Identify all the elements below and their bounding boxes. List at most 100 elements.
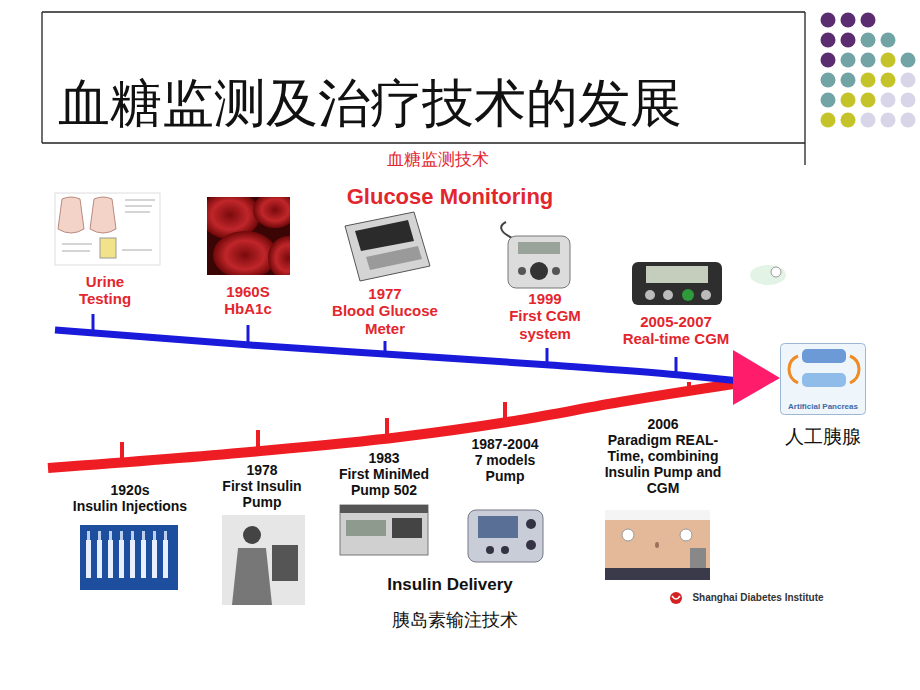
- decoration-dots: [901, 93, 916, 108]
- first-pump-photo: [232, 548, 272, 605]
- insulin-syringes-picture: [80, 525, 178, 590]
- combined-pump-cgm-photo: [605, 510, 710, 580]
- insulin-syringes-picture: [153, 531, 156, 540]
- timeline-tick: [92, 314, 95, 333]
- combined-pump-cgm-photo: [605, 568, 710, 580]
- title-frame: [42, 12, 805, 165]
- decoration-dots: [821, 53, 836, 68]
- section-heading: 血糖监测技术: [328, 150, 548, 170]
- insulin-syringes-picture: [108, 540, 113, 578]
- decoration-dots: [841, 33, 856, 48]
- insulin-syringes-picture: [97, 540, 102, 578]
- insulin-syringes-picture: [130, 540, 135, 578]
- artificial-pancreas-picture: [781, 344, 866, 415]
- milestone-year: 1983: [327, 450, 442, 466]
- artificial-pancreas-picture: [789, 356, 798, 383]
- milestone-year: 2005-2007: [611, 313, 741, 330]
- first-pump-photo: [272, 545, 298, 581]
- urine-test-illustration: [100, 238, 116, 258]
- insulin-syringes-picture: [119, 540, 124, 578]
- milestone-label: Urine Testing: [68, 273, 143, 308]
- decoration-dots: [821, 113, 836, 128]
- first-cgm-picture: [518, 242, 560, 254]
- first-cgm-picture: [501, 222, 570, 288]
- artificial-pancreas-picture: [802, 349, 846, 363]
- combined-pump-cgm-photo: [655, 542, 659, 548]
- institute-name: Shanghai Diabetes Institute: [683, 592, 833, 604]
- first-cgm-picture: [530, 262, 548, 280]
- insulin-syringes-picture: [87, 531, 90, 540]
- milestone-label: Paradigm REAL-Time, combining Insulin Pu…: [599, 432, 727, 496]
- decoration-dots: [841, 53, 856, 68]
- decoration-dots: [901, 53, 916, 68]
- decoration-dots: [881, 113, 896, 128]
- decoration-dots: [861, 53, 876, 68]
- urine-test-illustration: [62, 251, 90, 252]
- red-blood-cells-picture: [253, 197, 290, 228]
- glucose-meter-picture: [355, 220, 414, 251]
- pump-models-picture: [501, 546, 509, 554]
- timeline-tick: [384, 341, 387, 355]
- urine-test-illustration: [125, 206, 152, 207]
- minimed-502-picture: [340, 505, 428, 555]
- box-caption: Artificial Pancreas: [788, 402, 858, 412]
- title-frame: [42, 12, 805, 165]
- decoration-dots: [881, 33, 896, 48]
- milestone-year: 1977: [325, 285, 445, 302]
- milestone-label: HbA1c: [188, 300, 308, 317]
- real-time-cgm-picture: [632, 262, 722, 305]
- timeline-tick: [385, 418, 389, 438]
- timeline-tick: [120, 442, 124, 462]
- glucose-meter-picture: [345, 212, 430, 281]
- milestone-year: 2006: [599, 416, 727, 432]
- first-pump-photo: [222, 515, 305, 605]
- insulin-syringes-picture: [109, 531, 112, 540]
- urine-test-illustration: [62, 244, 92, 245]
- decoration-dots: [821, 73, 836, 88]
- milestone-year: 1999: [495, 290, 595, 307]
- insulin-syringes-picture: [164, 531, 167, 540]
- real-time-cgm-picture: [663, 290, 673, 300]
- decoration-dots: [861, 73, 876, 88]
- decoration-dots: [841, 13, 856, 28]
- timeline-tick: [675, 357, 678, 375]
- urine-test-illustration: [125, 212, 150, 213]
- milestone-label: Blood Glucose Meter: [325, 302, 445, 337]
- decoration-dots: [881, 53, 896, 68]
- insulin-syringes-picture: [120, 531, 123, 540]
- decoration-dots: [861, 33, 876, 48]
- insulin-syringes-picture: [152, 540, 157, 578]
- first-cgm-picture: [508, 236, 570, 288]
- insulin-syringes-picture: [142, 531, 145, 540]
- insulin-syringes-picture: [80, 525, 178, 590]
- pump-models-picture: [468, 510, 543, 562]
- urine-test-illustration: [55, 193, 160, 265]
- milestone-year: 1987-2004: [463, 436, 548, 452]
- timeline-tick: [687, 382, 691, 391]
- milestone-label: First CGM system: [495, 307, 595, 342]
- milestone-year: 1920s: [45, 482, 215, 498]
- insulin-syringes-picture: [131, 531, 134, 540]
- urine-test-illustration: [58, 197, 84, 233]
- timeline-tick: [546, 348, 549, 365]
- institute-logo: [672, 596, 680, 599]
- milestone-year: 1978: [212, 462, 312, 478]
- decoration-dots: [821, 13, 916, 128]
- insulin-syringes-picture: [163, 540, 168, 578]
- minimed-502-picture: [340, 505, 428, 513]
- decoration-dots: [821, 33, 836, 48]
- decoration-dots: [861, 13, 876, 28]
- red-blood-cells-picture: [213, 231, 277, 275]
- urine-test-illustration: [125, 200, 155, 201]
- real-time-cgm-picture: [645, 290, 655, 300]
- urine-test-illustration: [90, 197, 116, 233]
- milestone-label: First MiniMed Pump 502: [327, 466, 442, 498]
- first-cgm-picture: [501, 222, 512, 238]
- institute-logo: [670, 592, 682, 604]
- insulin-syringes-picture: [86, 540, 91, 578]
- combined-pump-cgm-photo: [605, 510, 710, 580]
- arrowhead: [733, 350, 780, 405]
- timeline-tick: [503, 402, 507, 422]
- milestone-year: 1960S: [188, 283, 308, 300]
